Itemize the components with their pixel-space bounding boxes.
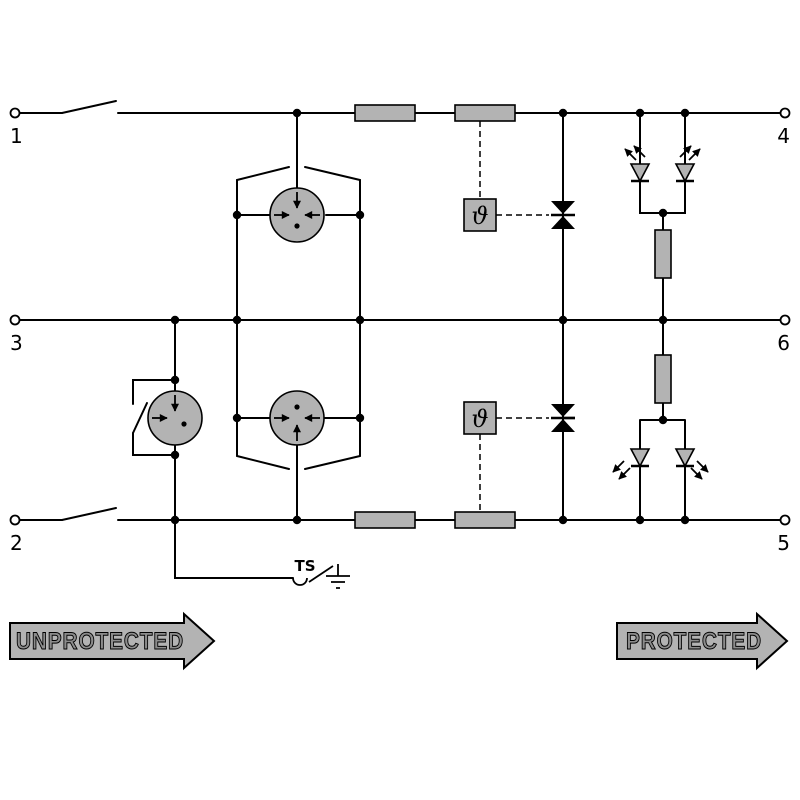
terminal-1-label: 1 [10, 124, 23, 148]
resistor-bottom [654, 354, 672, 404]
spark-gap-wings-top [236, 166, 361, 181]
tvs-bottom-upper-triangle-icon [551, 404, 575, 417]
gdt-top-gas-dot-icon [294, 223, 300, 229]
terminal-5-label: 5 [777, 531, 790, 555]
unprotected-banner-arrow [9, 611, 216, 671]
decoupling-element-bottom [354, 511, 416, 529]
led-bottom-left-icon [629, 448, 651, 468]
gdt-bottom-gas-dot-icon [294, 404, 300, 410]
gas-discharge-tube-top [269, 187, 325, 243]
decoupling-element-top [354, 104, 416, 122]
thermal-fuse-bottom [454, 511, 516, 529]
terminal-3-label: 3 [10, 331, 23, 355]
gas-discharge-tube-left [147, 390, 203, 446]
terminal-3-circle [9, 314, 21, 326]
ts-disconnect-blade [308, 565, 334, 583]
tvs-bottom-lower-triangle-icon [551, 419, 575, 432]
terminal-4-label: 4 [777, 124, 790, 148]
spark-gap-wings-bottom [236, 455, 361, 470]
gas-discharge-tube-bottom [269, 390, 325, 446]
protected-banner-arrow [616, 611, 789, 671]
terminal-6-label: 6 [777, 331, 790, 355]
led-top-left-icon [629, 163, 651, 183]
resistor-top [654, 229, 672, 279]
led-top-left-ray2-icon [633, 145, 646, 158]
terminal-2-circle [9, 514, 21, 526]
wire-gdt-bottom-frame [236, 319, 361, 457]
led-bottom-right-ray-icon [690, 467, 703, 480]
gdt-left-gas-dot-icon [181, 421, 187, 427]
led-top-right-icon [674, 163, 696, 183]
terminal-6-circle [779, 314, 791, 326]
protected-banner-label: PROTECTED [626, 628, 762, 655]
thermal-switch-left-blade [132, 402, 148, 434]
led-bottom-right-icon [674, 448, 696, 468]
theta-symbol-bottom: ϑ [471, 405, 488, 433]
ts-hook-icon [292, 577, 308, 586]
wire-led-top-branch [639, 112, 686, 214]
wire-gdt-left-feed [174, 319, 294, 579]
led-top-left-ray-icon [624, 148, 637, 161]
tvs-top-upper-triangle-icon [551, 201, 575, 214]
led-bottom-left-ray-icon [618, 467, 631, 480]
led-bottom-right-ray2-icon [696, 460, 709, 473]
terminal-4-circle [779, 107, 791, 119]
disconnect-switch-bottom-blade [61, 507, 117, 521]
unprotected-banner-label: UNPROTECTED [16, 628, 184, 655]
earth-ground-icon [326, 564, 350, 589]
thermal-fuse-top [454, 104, 516, 122]
led-top-right-ray-icon [688, 148, 701, 161]
thermal-sensor-bottom-box [463, 401, 497, 435]
wire-gdt-top-frame [236, 179, 361, 321]
tvs-top-lower-triangle-icon [551, 216, 575, 229]
wire-gdt-left-bracket [132, 379, 176, 456]
led-top-right-ray2-icon [679, 145, 692, 158]
terminal-2-label: 2 [10, 531, 23, 555]
junction-dots [170, 108, 690, 525]
ts-label: TS [294, 557, 315, 575]
led-bottom-left-ray2-icon [612, 460, 625, 473]
theta-symbol-top: ϑ [471, 202, 488, 230]
terminal-1-circle [9, 107, 21, 119]
thermal-sensor-top-box [463, 198, 497, 232]
terminal-5-circle [779, 514, 791, 526]
disconnect-switch-top-blade [61, 100, 117, 114]
